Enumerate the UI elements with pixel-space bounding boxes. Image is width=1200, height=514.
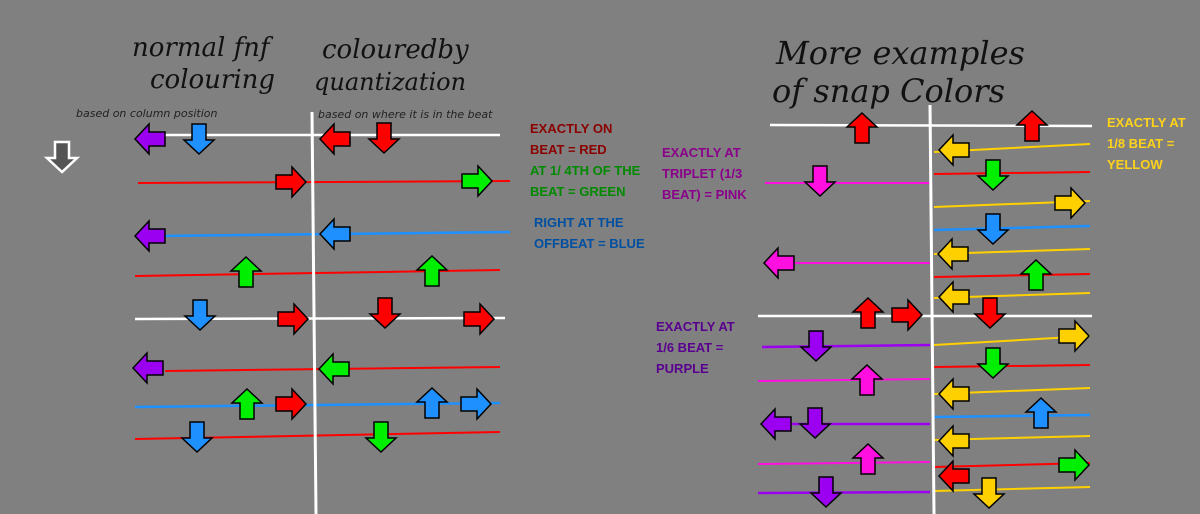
heading-more-line2: of snap Colors bbox=[772, 72, 1005, 110]
quantized-colouring-arrows bbox=[318, 122, 495, 453]
label-purple: EXACTLY AT 1/6 BEAT = PURPLE bbox=[656, 316, 735, 379]
heading-normal-line1: normal fnf bbox=[132, 33, 274, 63]
note-arrow-icon bbox=[891, 299, 923, 331]
label-blue: RIGHT AT THE OFFBEAT = BLUE bbox=[534, 212, 645, 254]
note-arrow-icon bbox=[460, 388, 492, 420]
right-panel-lines bbox=[757, 104, 1093, 514]
beat-line-pink bbox=[757, 378, 931, 382]
beat-line-red bbox=[933, 364, 1091, 368]
note-arrow-icon bbox=[973, 477, 1005, 509]
label-blue-line: RIGHT AT THE bbox=[534, 215, 624, 230]
note-arrow-icon bbox=[938, 425, 970, 457]
label-yellow-line: EXACTLY AT bbox=[1107, 115, 1186, 130]
note-arrow-icon bbox=[277, 303, 309, 335]
note-arrow-icon bbox=[852, 443, 884, 475]
label-pink-line: TRIPLET (1/3 bbox=[662, 166, 743, 181]
note-arrow-icon bbox=[368, 122, 400, 154]
note-arrow-icon bbox=[804, 165, 836, 197]
note-arrow-icon bbox=[937, 238, 969, 270]
note-arrow-icon bbox=[1058, 320, 1090, 352]
note-arrow-icon bbox=[365, 421, 397, 453]
note-arrow-icon bbox=[134, 220, 166, 252]
note-arrow-icon bbox=[184, 299, 216, 331]
note-arrow-icon bbox=[938, 134, 970, 166]
label-yellow-line: YELLOW bbox=[1107, 157, 1163, 172]
note-arrow-icon bbox=[275, 388, 307, 420]
note-arrow-icon bbox=[977, 159, 1009, 191]
label-red: EXACTLY ON BEAT = RED bbox=[530, 118, 612, 160]
label-red-line: BEAT = RED bbox=[530, 142, 607, 157]
note-arrow-icon bbox=[369, 297, 401, 329]
gray-down-arrow-icon bbox=[45, 140, 79, 174]
label-pink-line: BEAT) = PINK bbox=[662, 187, 747, 202]
label-purple-line: PURPLE bbox=[656, 361, 709, 376]
beat-line-blue bbox=[134, 401, 501, 409]
note-arrow-icon bbox=[763, 247, 795, 279]
label-green-line: BEAT = GREEN bbox=[530, 184, 626, 199]
note-arrow-icon bbox=[319, 123, 351, 155]
beat-line-red bbox=[933, 171, 1091, 175]
note-arrow-icon bbox=[974, 297, 1006, 329]
note-arrow-icon bbox=[275, 166, 307, 198]
label-red-line: EXACTLY ON bbox=[530, 121, 613, 136]
column-note: based on column position bbox=[76, 107, 217, 120]
note-arrow-icon bbox=[319, 218, 351, 250]
label-pink-line: EXACTLY AT bbox=[662, 145, 741, 160]
beat-line-red bbox=[137, 180, 511, 184]
note-arrow-icon bbox=[463, 303, 495, 335]
beat-line-purple bbox=[757, 490, 931, 495]
heading-quant-line1: colouredby bbox=[322, 35, 469, 65]
label-yellow-line: 1/8 BEAT = bbox=[1107, 136, 1175, 151]
heading-normal-line2: colouring bbox=[150, 65, 275, 95]
snap-color-example-arrows bbox=[760, 110, 1090, 509]
note-arrow-icon bbox=[230, 256, 262, 288]
note-arrow-icon bbox=[1054, 187, 1086, 219]
note-arrow-icon bbox=[318, 353, 350, 385]
divider-line bbox=[928, 104, 936, 514]
label-pink: EXACTLY AT TRIPLET (1/3 BEAT) = PINK bbox=[662, 142, 747, 205]
note-arrow-icon bbox=[938, 378, 970, 410]
beat-line-yellow bbox=[933, 486, 1091, 492]
label-blue-line: OFFBEAT = BLUE bbox=[534, 236, 645, 251]
note-arrow-icon bbox=[183, 123, 215, 155]
heading-quant-line2: quantization bbox=[314, 68, 466, 96]
beat-line-red bbox=[134, 269, 501, 277]
beat-line-blue bbox=[933, 413, 1091, 419]
note-arrow-icon bbox=[1025, 397, 1057, 429]
note-arrow-icon bbox=[1058, 449, 1090, 481]
beat-line-pink bbox=[757, 461, 931, 465]
note-arrow-icon bbox=[938, 281, 970, 313]
note-arrow-icon bbox=[132, 352, 164, 384]
label-yellow: EXACTLY AT 1/8 BEAT = YELLOW bbox=[1107, 112, 1186, 175]
note-arrow-icon bbox=[231, 388, 263, 420]
note-arrow-icon bbox=[134, 123, 166, 155]
heading-more-line1: More examples bbox=[775, 34, 1025, 72]
label-green: AT 1/ 4TH OF THE BEAT = GREEN bbox=[530, 160, 640, 202]
note-arrow-icon bbox=[846, 112, 878, 144]
note-arrow-icon bbox=[461, 165, 493, 197]
note-arrow-icon bbox=[852, 297, 884, 329]
normal-colouring-arrows bbox=[132, 123, 309, 453]
note-arrow-icon bbox=[977, 347, 1009, 379]
divider-line bbox=[310, 111, 318, 514]
beat-note: based on where it is in the beat bbox=[318, 108, 493, 121]
left-panel-lines bbox=[134, 111, 511, 514]
beat-line-purple bbox=[761, 343, 931, 349]
label-purple-line: 1/6 BEAT = bbox=[656, 340, 724, 355]
beat-line-blue bbox=[933, 224, 1091, 232]
note-arrow-icon bbox=[760, 408, 792, 440]
label-purple-line: EXACTLY AT bbox=[656, 319, 735, 334]
label-green-line: AT 1/ 4TH OF THE bbox=[530, 163, 641, 178]
beat-line-red bbox=[933, 273, 1091, 278]
